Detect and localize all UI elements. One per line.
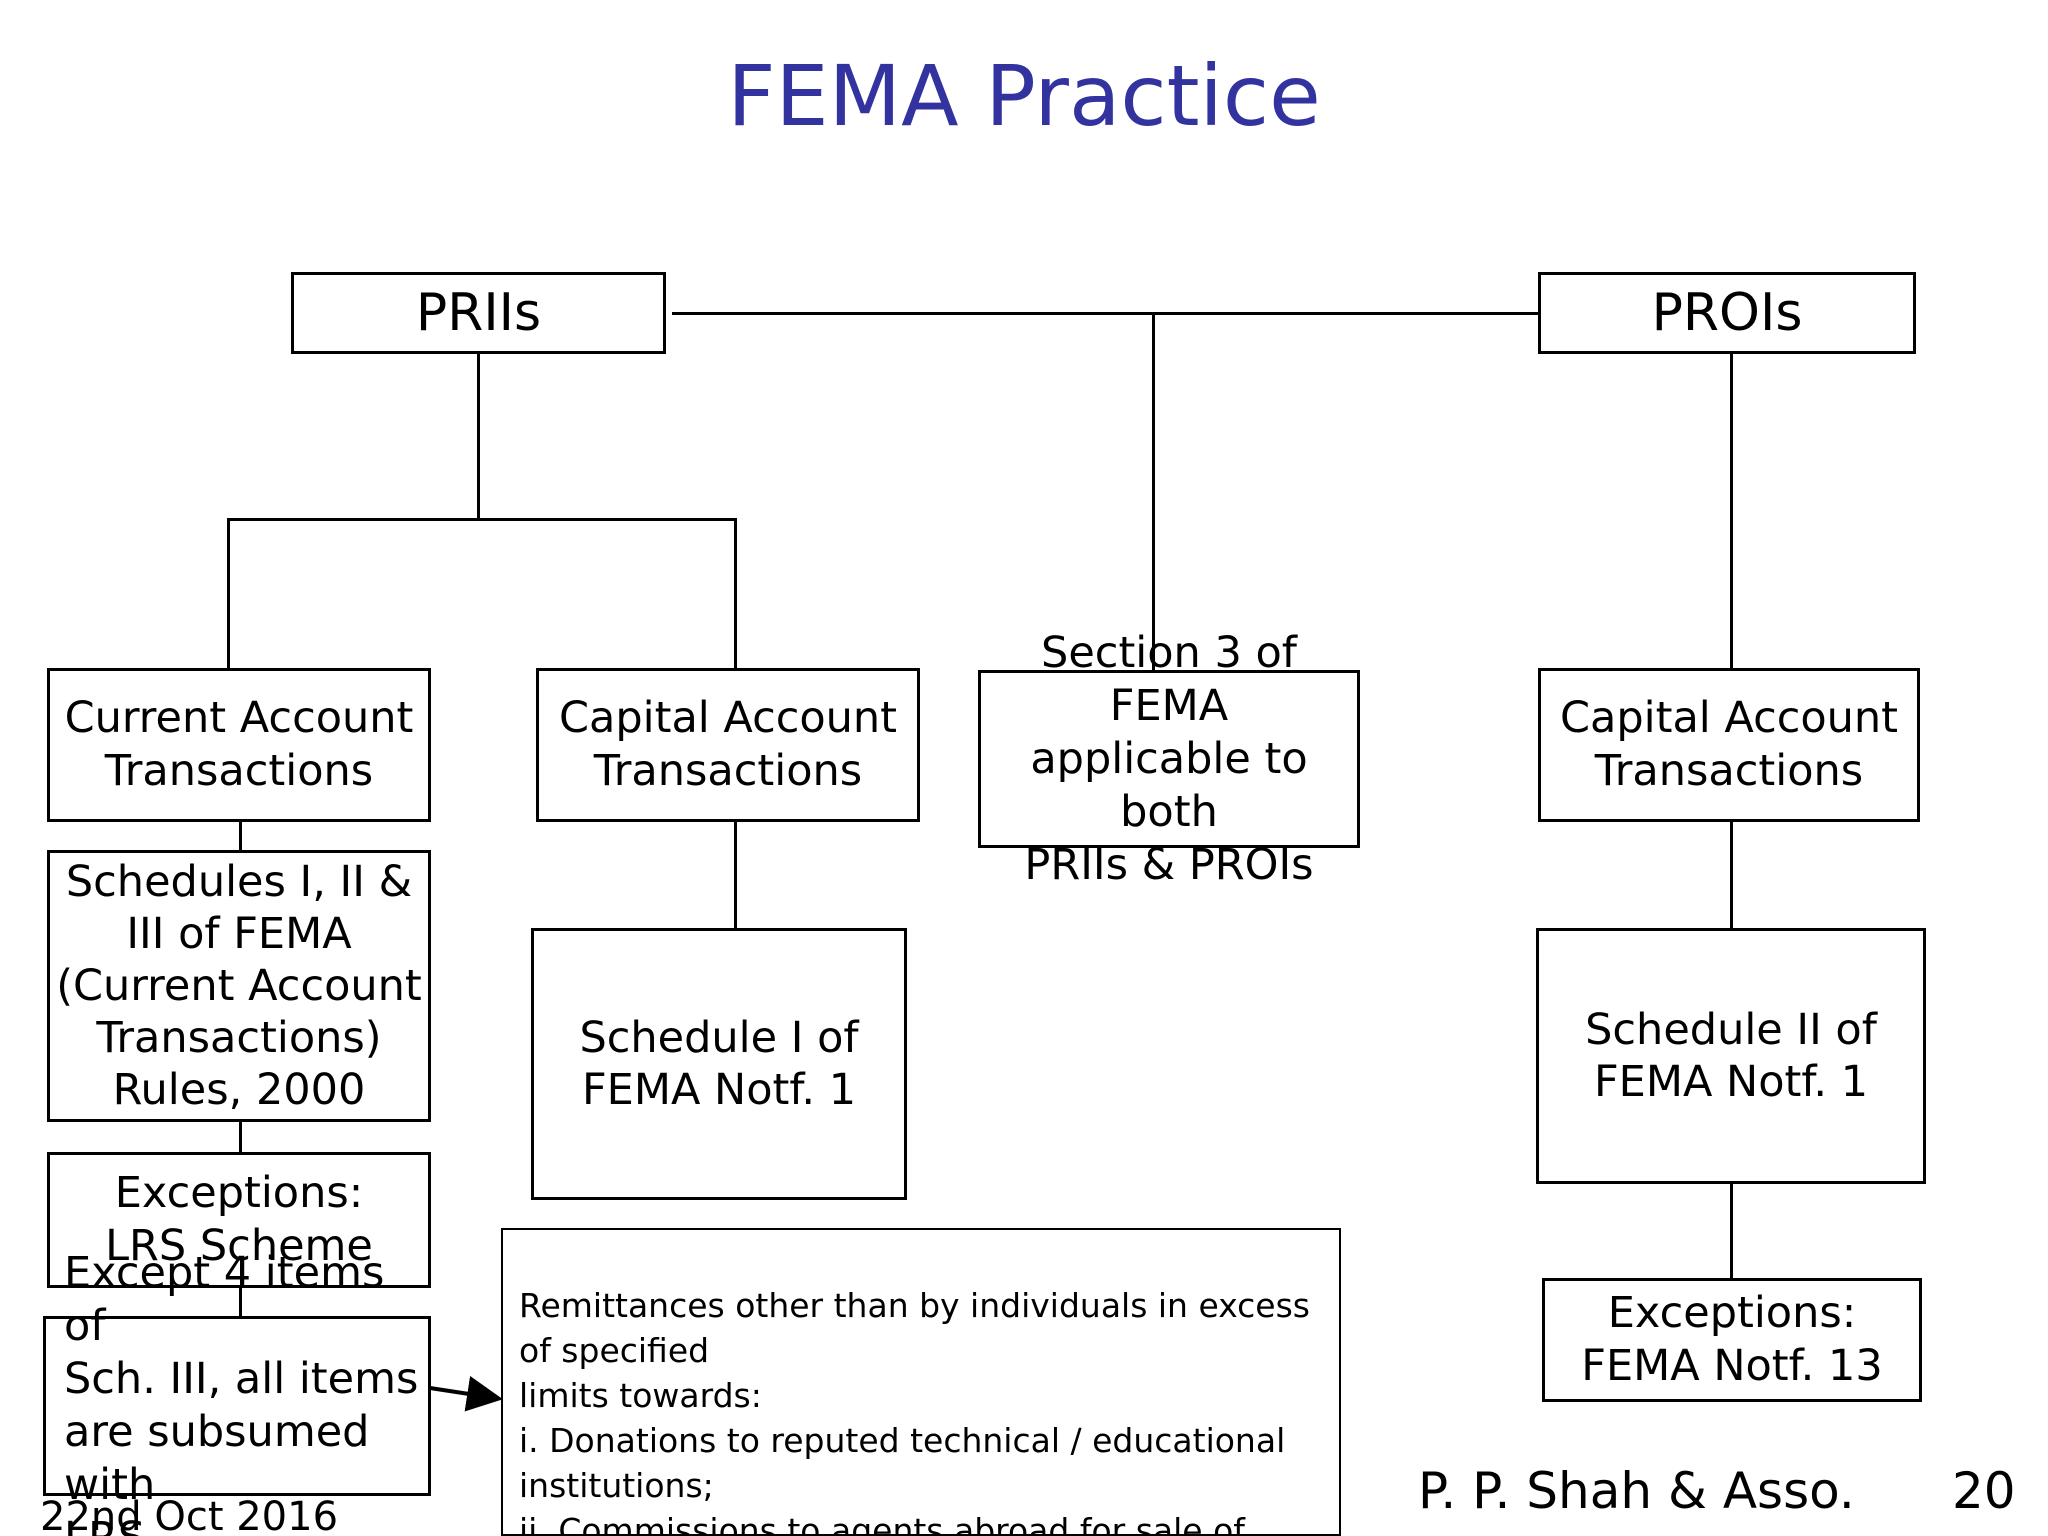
node-exceptions-notf-13-label: Exceptions: FEMA Notf. 13: [1581, 1288, 1883, 1391]
node-exceptions-lrs-label: Exceptions: LRS Scheme: [105, 1168, 373, 1271]
node-except-4-items-label: Except 4 items of Sch. III, all items ar…: [64, 1248, 419, 1536]
connector-current-account-to-schedules: [239, 820, 242, 852]
connector-priis-to-prois: [672, 312, 1544, 315]
connector-priis-bus: [227, 518, 737, 521]
node-schedules-i-ii-iii-label: Schedules I, II & III of FEMA (Current A…: [56, 857, 422, 1115]
connector-priis-to-current-account: [227, 518, 230, 670]
node-remittances-note-label: Remittances other than by individuals in…: [519, 1286, 1310, 1536]
node-exceptions-lrs[interactable]: Exceptions: LRS Scheme: [47, 1152, 431, 1288]
node-prois-label: PROIs: [1651, 283, 1803, 343]
connector-priis-to-capital-account: [734, 518, 737, 670]
node-priis-capital-account[interactable]: Capital Account Transactions: [536, 668, 920, 822]
node-section-3[interactable]: Section 3 of FEMA applicable to both PRI…: [978, 628, 1360, 890]
connector-to-section-3: [1152, 312, 1155, 672]
node-section-3-label: Section 3 of FEMA applicable to both PRI…: [1024, 627, 1314, 890]
footer-author: P. P. Shah & Asso.: [1418, 1462, 1855, 1520]
node-prois[interactable]: PROIs: [1538, 272, 1916, 354]
connector-capital-account-to-schedule-i: [734, 822, 737, 928]
connector-priis-stem: [477, 354, 480, 520]
node-priis-current-account-label: Current Account Transactions: [64, 693, 414, 796]
connector-capital-account-to-schedule-ii: [1730, 822, 1733, 928]
footer-page-number: 20: [1952, 1462, 2016, 1520]
node-priis-label: PRIIs: [415, 283, 542, 343]
node-schedule-i-notf-1[interactable]: Schedule I of FEMA Notf. 1: [531, 928, 907, 1200]
node-prois-capital-account[interactable]: Capital Account Transactions: [1538, 668, 1920, 822]
node-exceptions-notf-13[interactable]: Exceptions: FEMA Notf. 13: [1542, 1278, 1922, 1402]
node-prois-capital-account-label: Capital Account Transactions: [1559, 693, 1899, 796]
node-except-4-items[interactable]: Except 4 items of Sch. III, all items ar…: [43, 1248, 431, 1536]
node-schedule-i-notf-1-label: Schedule I of FEMA Notf. 1: [579, 1013, 859, 1115]
connector-exceptions-lrs-to-except-4: [239, 1288, 242, 1318]
node-priis-capital-account-label: Capital Account Transactions: [558, 693, 898, 796]
node-priis[interactable]: PRIIs: [291, 272, 666, 354]
arrow-except4-to-remittances: [429, 1375, 503, 1412]
connector-schedule-ii-to-exceptions-13: [1730, 1182, 1733, 1280]
node-schedule-ii-notf-1[interactable]: Schedule II of FEMA Notf. 1: [1536, 928, 1926, 1184]
connector-prois-to-capital-account: [1730, 354, 1733, 672]
page-title: FEMA Practice: [727, 47, 1321, 145]
node-priis-current-account[interactable]: Current Account Transactions: [47, 668, 431, 822]
footer-date: 22nd Oct 2016: [40, 1494, 339, 1536]
node-schedules-i-ii-iii[interactable]: Schedules I, II & III of FEMA (Current A…: [47, 850, 431, 1122]
connector-schedules-to-exceptions-lrs: [239, 1122, 242, 1154]
node-schedule-ii-notf-1-label: Schedule II of FEMA Notf. 1: [1585, 1005, 1877, 1107]
node-remittances-note[interactable]: Remittances other than by individuals in…: [501, 1228, 1341, 1536]
